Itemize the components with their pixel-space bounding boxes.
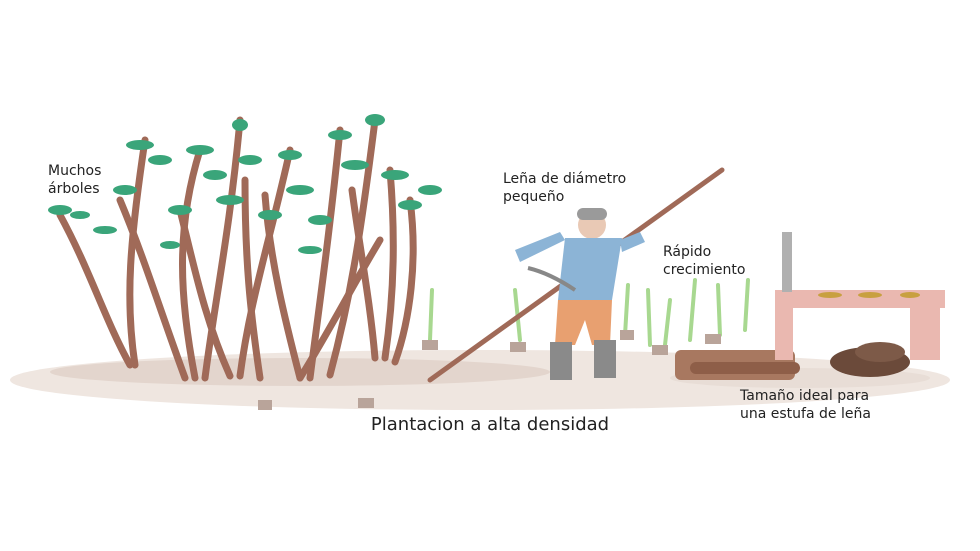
stumps bbox=[258, 330, 721, 410]
label-ideal-size: Tamaño ideal para una estufa de leña bbox=[740, 387, 871, 423]
caption: Plantacion a alta densidad bbox=[370, 414, 610, 435]
label-small-wood-line1: Leña de diámetro bbox=[503, 171, 627, 187]
label-small-wood: Leña de diámetro pequeño bbox=[503, 170, 626, 206]
stove bbox=[775, 232, 945, 360]
label-ideal-size-line1: Tamaño ideal para bbox=[740, 388, 870, 404]
worker-figure bbox=[427, 167, 725, 383]
label-many-trees-line2: árboles bbox=[48, 181, 100, 197]
label-many-trees-line1: Muchos bbox=[48, 163, 102, 179]
label-fast-growth: Rápido crecimiento bbox=[663, 243, 745, 279]
label-small-wood-line2: pequeño bbox=[503, 189, 565, 205]
charcoal-pile bbox=[830, 342, 910, 377]
label-many-trees: Muchos árboles bbox=[48, 162, 101, 198]
trees-illustration bbox=[56, 116, 417, 382]
label-fast-growth-line1: Rápido bbox=[663, 244, 712, 260]
label-fast-growth-line2: crecimiento bbox=[663, 262, 746, 278]
label-ideal-size-line2: una estufa de leña bbox=[740, 406, 871, 422]
firewood-pile bbox=[675, 350, 800, 380]
tree-leaves bbox=[48, 114, 442, 254]
